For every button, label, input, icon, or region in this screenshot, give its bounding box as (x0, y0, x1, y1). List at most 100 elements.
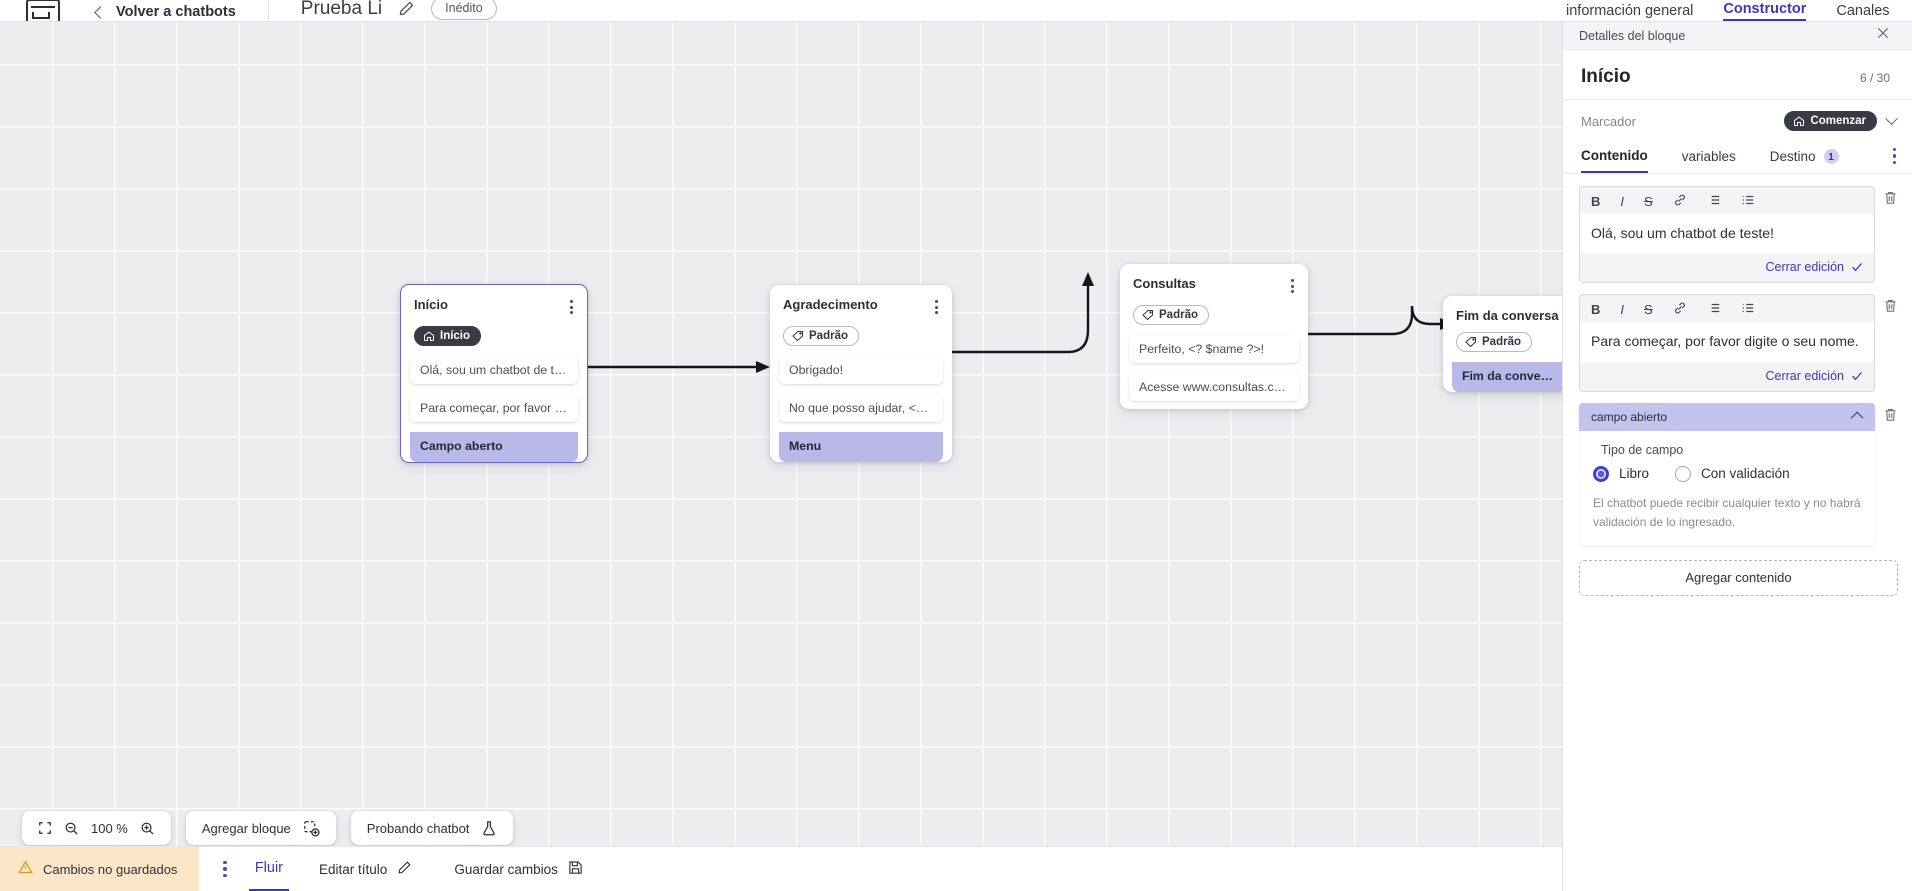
edit-title-pencil-icon[interactable] (398, 0, 415, 17)
editor-text[interactable]: Olá, sou um chatbot de teste! (1580, 214, 1874, 254)
close-edit-button[interactable]: Cerrar edición (1580, 362, 1874, 391)
panel-tab-destino[interactable]: Destino 1 (1770, 149, 1839, 172)
unsaved-changes-label: Cambios no guardados (43, 861, 178, 877)
strikethrough-icon[interactable]: S (1644, 193, 1653, 209)
footer-tab-fluir[interactable]: Fluir (248, 847, 290, 891)
link-icon[interactable] (1673, 301, 1687, 317)
flow-canvas[interactable]: Início Início Olá, sou um chatbot de tes… (0, 22, 1562, 868)
add-block-button[interactable]: Agregar bloque (185, 811, 336, 845)
delete-icon[interactable] (1883, 189, 1898, 206)
zoom-out-icon[interactable] (64, 821, 79, 836)
panel-overflow-menu-icon[interactable] (1892, 148, 1896, 173)
marcador-control[interactable]: Comenzar (1784, 111, 1898, 131)
campo-abierto-block[interactable]: campo abierto Tipo de campo Libro Con va… (1579, 402, 1875, 546)
editor-text[interactable]: Para começar, por favor digite o seu nom… (1580, 322, 1874, 362)
node-message-highlight[interactable]: Menu (779, 432, 943, 462)
edit-title-button[interactable]: Editar título (319, 860, 412, 878)
delete-icon[interactable] (1883, 297, 1898, 314)
add-content-button[interactable]: Agregar contenido (1579, 559, 1898, 596)
footer-menu-icon[interactable] (223, 860, 227, 878)
close-edit-button[interactable]: Cerrar edición (1580, 253, 1874, 282)
node-message[interactable]: Olá, sou um chatbot de teste! (410, 356, 578, 384)
chevron-up-icon[interactable] (1850, 411, 1864, 425)
fit-screen-icon[interactable] (38, 821, 52, 835)
node-tag-badge: Padrão (1133, 305, 1209, 325)
save-changes-button[interactable]: Guardar cambios (454, 860, 583, 878)
check-icon (1852, 263, 1862, 272)
delete-icon[interactable] (1883, 406, 1898, 423)
zoom-in-icon[interactable] (140, 821, 155, 836)
node-message[interactable]: Acesse www.consultas.com par... (1129, 373, 1299, 401)
panel-tab-variables[interactable]: variables (1682, 149, 1736, 172)
strikethrough-icon[interactable]: S (1644, 301, 1653, 317)
node-title: Agradecimento (783, 297, 878, 312)
chevron-down-icon[interactable] (1885, 111, 1898, 125)
back-to-chatbots-label: Volver a chatbots (116, 4, 236, 20)
test-chatbot-label: Probando chatbot (366, 820, 470, 836)
panel-tab-label: Destino (1769, 149, 1816, 164)
node-tag-label: Padrão (809, 330, 848, 342)
panel-tab-label: Contenido (1581, 148, 1648, 163)
rich-text-editor[interactable]: B I S Para começar, por favor digite o s… (1579, 294, 1875, 392)
add-block-label: Agregar bloque (201, 820, 291, 836)
via-logo[interactable] (26, 0, 60, 21)
pencil-icon (397, 860, 412, 878)
page-title: Prueba Li (300, 0, 383, 19)
close-icon[interactable] (1876, 26, 1890, 45)
italic-icon[interactable]: I (1620, 193, 1625, 209)
zoom-controls[interactable]: 100 % (22, 811, 171, 845)
flow-node-inicio[interactable]: Início Início Olá, sou um chatbot de tes… (400, 284, 588, 463)
flow-node-agradecimento[interactable]: Agradecimento Padrão Obrigado! No que po… (770, 285, 952, 462)
node-message[interactable]: No que posso ajudar, <? $name ... (779, 394, 943, 422)
node-message[interactable]: Para começar, por favor digite o ... (410, 394, 578, 422)
bold-icon[interactable]: B (1591, 193, 1601, 209)
numbered-list-icon[interactable] (1741, 301, 1755, 317)
radio-libro[interactable] (1593, 465, 1609, 482)
editor-toolbar: B I S (1580, 187, 1874, 214)
destino-count-badge: 1 (1823, 149, 1839, 164)
back-to-chatbots-button[interactable]: Volver a chatbots (94, 4, 236, 20)
campo-abierto-header[interactable]: campo abierto (1579, 402, 1875, 431)
chevron-left-icon (94, 5, 107, 19)
add-content-label: Agregar contenido (1685, 570, 1792, 586)
unsaved-changes-banner: Cambios no guardados (0, 846, 200, 891)
link-icon[interactable] (1673, 193, 1687, 209)
flow-node-fim-da-conversa[interactable]: Fim da conversa Padrão Fim da conversa (1443, 296, 1562, 392)
node-header: Fim da conversa (1443, 306, 1562, 323)
tab-constructor[interactable]: Constructor (1723, 1, 1807, 21)
node-menu-icon[interactable] (1289, 276, 1296, 296)
tab-informacion-general[interactable]: información general (1566, 3, 1694, 19)
editor-toolbar: B I S (1580, 295, 1874, 322)
marcador-row: Marcador Comenzar (1563, 100, 1912, 142)
panel-title-row: Início 6 / 30 (1563, 50, 1912, 100)
panel-block-count: 6 / 30 (1859, 71, 1890, 85)
bold-icon[interactable]: B (1591, 301, 1601, 317)
flow-node-consultas[interactable]: Consultas Padrão Perfeito, <? $name ?>! … (1120, 264, 1308, 409)
field-hint-text: El chatbot puede recibir cualquier texto… (1593, 495, 1861, 529)
numbered-list-icon[interactable] (1741, 193, 1755, 209)
node-tag-label: Padrão (1482, 336, 1521, 348)
panel-body: B I S Olá, sou um chatbot de teste! Cer (1563, 174, 1912, 546)
node-message[interactable]: Perfeito, <? $name ?>! (1129, 335, 1299, 363)
tab-canales[interactable]: Canales (1836, 3, 1890, 19)
panel-header-title: Detalles del bloque (1579, 28, 1686, 43)
radio-con-validacion[interactable] (1675, 465, 1692, 482)
italic-icon[interactable]: I (1620, 301, 1625, 317)
node-message[interactable]: Obrigado! (779, 356, 943, 384)
test-chatbot-button[interactable]: Probando chatbot (350, 811, 514, 845)
node-message-highlight[interactable]: Fim da conversa (1452, 362, 1562, 392)
marcador-badge[interactable]: Comenzar (1784, 111, 1877, 131)
bullet-list-icon[interactable] (1707, 193, 1721, 209)
bullet-list-icon[interactable] (1707, 301, 1721, 317)
edge-consultas-to-fim (1302, 305, 1454, 336)
radio-con-validacion-label: Con validación (1701, 466, 1790, 482)
node-menu-icon[interactable] (933, 297, 940, 317)
panel-tab-contenido[interactable]: Contenido (1581, 148, 1648, 173)
add-block-icon (303, 820, 320, 837)
edge-agradecimento-to-consultas (950, 272, 1094, 354)
node-menu-icon[interactable] (568, 297, 575, 317)
node-message-highlight[interactable]: Campo aberto (410, 432, 578, 462)
node-tag-row: Padrão (1120, 296, 1308, 325)
rich-text-editor[interactable]: B I S Olá, sou um chatbot de teste! Cer (1579, 186, 1875, 284)
top-bar: Volver a chatbots Prueba Li Inédito (0, 0, 1562, 22)
